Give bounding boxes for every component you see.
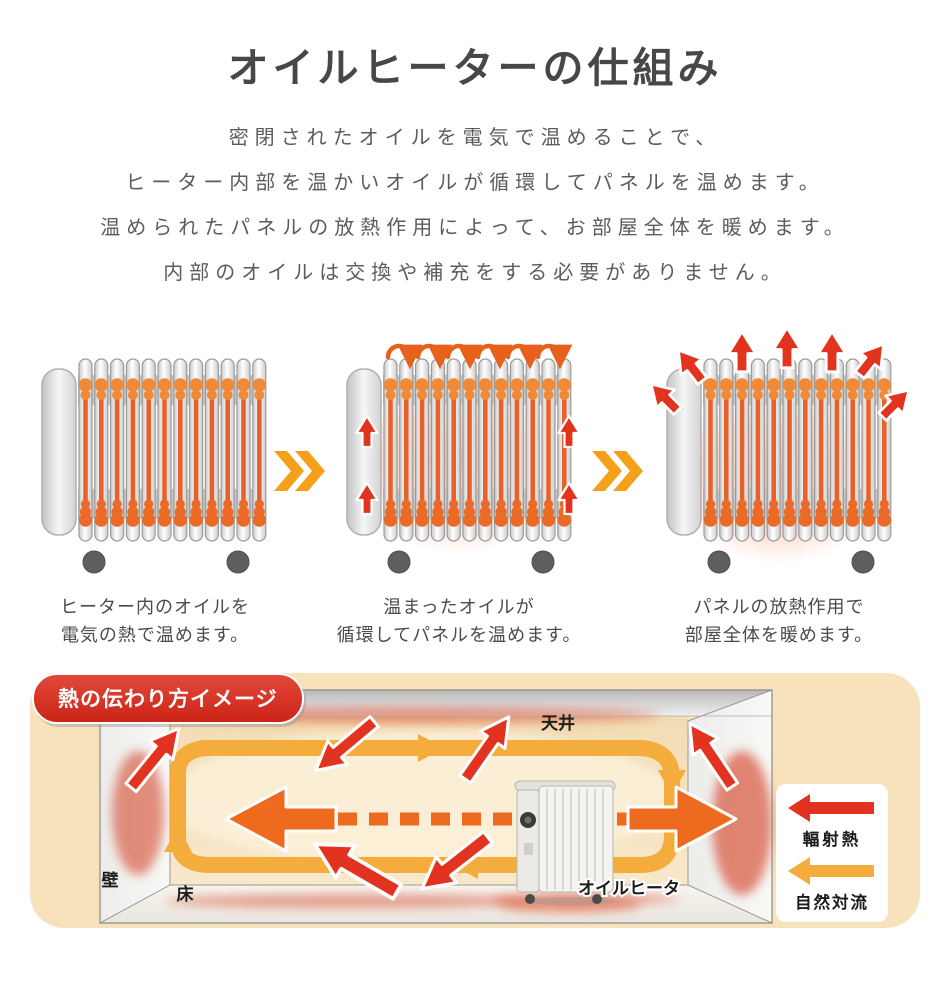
infographic-page: オイルヒーターの仕組み 密閉されたオイルを電気で温めることで、 ヒーター内部を温… [0,34,950,984]
heater-label: オイルヒータ [578,879,680,898]
description-line: 温められたパネルの放熱作用によって、お部屋全体を暖めます。 [100,217,850,239]
description-line: 密閉されたオイルを電気で温めることで、 [228,127,722,149]
step3-caption: パネルの放熱作用で 部屋全体を暖めます。 [684,597,874,645]
ceiling-label: 天井 [541,713,575,733]
intro-description: 密閉されたオイルを電気で温めることで、 ヒーター内部を温かいオイルが循環してパネ… [0,116,950,296]
badge-label: 熱の伝わり方イメージ [58,688,278,711]
convection-arrow-icon [788,857,874,885]
oil-heater-step2-illustration [331,343,587,575]
step-3: パネルの放熱作用で 部屋全体を暖めます。 [648,313,910,649]
step1-caption: ヒーター内のオイルを 電気の熱で温めます。 [60,597,250,645]
step2-caption: 温まったオイルが 循環してパネルを温めます。 [336,597,582,645]
heater-body [42,359,266,573]
legend-convection-label: 自然対流 [795,892,869,912]
legend-box [776,784,888,922]
floor-label: 床 [177,884,195,904]
description-line: 内部のオイルは交換や補充をする必要がありません。 [163,262,787,284]
heater-steps-row: ヒーター内のオイルを 電気の熱で温めます。 [0,313,950,649]
floor-heat-glow [165,894,535,908]
step-2: 温まったオイルが 循環してパネルを温めます。 [330,343,588,649]
step-1: ヒーター内のオイルを 電気の熱で温めます。 [40,343,270,649]
chevron-right-icon [274,451,326,491]
left-wall-heat-glow [112,751,164,875]
heat-transfer-badge: 熱の伝わり方イメージ [32,673,304,724]
wall-label: 壁 [102,870,119,890]
description-line: ヒーター内部を温かいオイルが循環してパネルを温めます。 [125,172,825,194]
chevron-right-icon [592,451,644,491]
legend: 輻射熱 自然対流 [776,784,888,922]
oil-heater-step3-illustration [648,326,910,583]
legend-radiant-label: 輻射熱 [803,829,862,849]
room-heat-diagram: 天井 壁 床 オイルヒータ 輻射熱 自然対流 [30,673,920,928]
oil-circulation-arrows-icon [385,343,573,370]
oil-heater-photo [498,780,642,913]
radiant-heat-arrow-icon [788,794,874,822]
oil-heater-step1-illustration [40,343,270,583]
radiant-heat-arrows-icon [224,785,738,853]
heat-transfer-section: 熱の伝わり方イメージ [30,673,920,928]
page-title: オイルヒーターの仕組み [227,45,723,91]
